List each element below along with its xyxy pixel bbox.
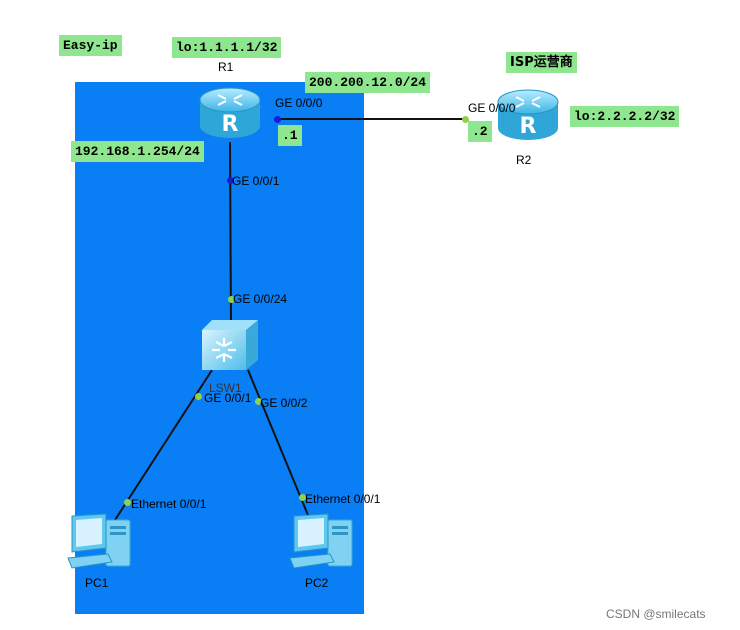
- lsw1-g001-port-dot: [195, 393, 202, 400]
- r1-g000-label: GE 0/0/0: [275, 96, 323, 110]
- lsw1-g0024-label: GE 0/0/24: [233, 292, 288, 306]
- router-r1-icon[interactable]: R: [198, 86, 262, 142]
- r2-g000-label: GE 0/0/0: [468, 101, 516, 115]
- wan-subnet-label: 200.200.12.0/24: [305, 72, 431, 93]
- lsw1-device-label: LSW1: [209, 381, 242, 395]
- pc1-device-label: PC1: [85, 576, 109, 590]
- pc2-icon[interactable]: [288, 512, 356, 574]
- pc1-eth-port-dot: [124, 499, 131, 506]
- r1-g001-label: GE 0/0/1: [232, 174, 280, 188]
- r1-device-label: R1: [218, 60, 234, 74]
- lsw1-g002-label: GE 0/0/2: [260, 396, 308, 410]
- pc1-eth-label: Ethernet 0/0/1: [131, 497, 207, 511]
- router-r2-icon[interactable]: R: [496, 88, 560, 144]
- r1-g001-port-dot: [227, 177, 234, 184]
- r1-wan-host-label: .1: [278, 125, 302, 146]
- r2-g000-port-dot: [462, 116, 469, 123]
- switch-lsw1-icon[interactable]: [200, 318, 260, 372]
- r1-loopback-label: lo:1.1.1.1/32: [172, 37, 282, 58]
- pc1-icon[interactable]: [66, 512, 134, 574]
- lsw1-g001-label: GE 0/0/1: [204, 391, 252, 405]
- svg-text:R: R: [520, 114, 537, 139]
- r2-wan-host-label: .2: [468, 121, 492, 142]
- watermark-text: CSDN @smilecats: [606, 607, 706, 621]
- lsw1-g0024-port-dot: [228, 296, 235, 303]
- lsw1-g002-port-dot: [255, 398, 262, 405]
- pc2-eth-port-dot: [299, 494, 306, 501]
- lan-gateway-label: 192.168.1.254/24: [71, 141, 204, 162]
- title-tag: Easy-ip: [59, 35, 122, 56]
- pc2-eth-label: Ethernet 0/0/1: [305, 492, 381, 506]
- isp-label: ISP运营商: [506, 52, 577, 73]
- svg-text:R: R: [222, 112, 239, 137]
- r2-device-label: R2: [516, 153, 532, 167]
- r2-loopback-label: lo:2.2.2.2/32: [570, 106, 680, 127]
- pc2-device-label: PC2: [305, 576, 329, 590]
- r1-g000-port-dot: [274, 116, 281, 123]
